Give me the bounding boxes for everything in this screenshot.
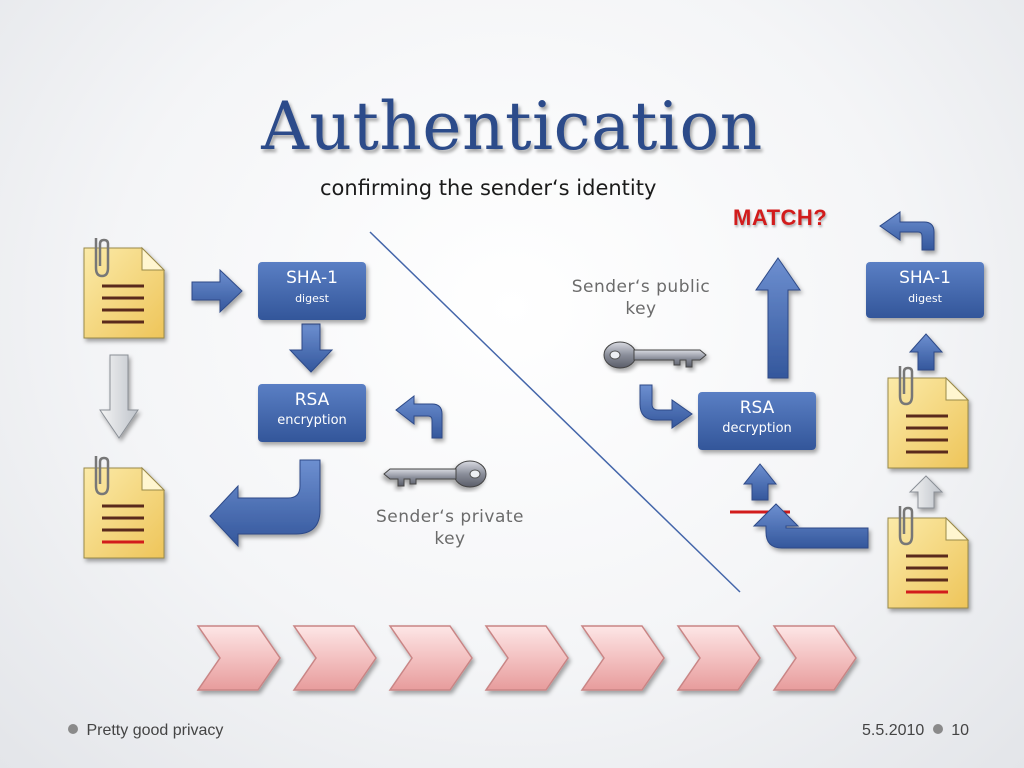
key-icon-public <box>603 341 707 369</box>
box-subtitle: digest <box>908 292 942 305</box>
key-icon-private <box>383 460 487 488</box>
arrow-hook-icon <box>395 394 443 439</box>
document-icon-right-bottom <box>887 517 969 609</box>
box-subtitle: digest <box>295 292 329 305</box>
arrow-hook-match-icon <box>879 211 935 251</box>
private-key-label: Sender‘s private key <box>362 506 538 550</box>
footer-right: 5.5.2010 10 <box>862 722 969 740</box>
arrow-bent-left-icon <box>209 459 321 548</box>
rsa-encryption-box: RSA encryption <box>258 384 366 442</box>
chevron-icon <box>581 625 665 691</box>
chevron-icon <box>197 625 281 691</box>
chevron-icon <box>677 625 761 691</box>
footer-presentation-title: Pretty good privacy <box>86 722 224 739</box>
document-icon-left-bottom <box>83 467 165 559</box>
box-title: SHA-1 <box>899 268 951 288</box>
footer-left: Pretty good privacy <box>64 722 223 740</box>
arrow-up-icon <box>755 257 801 379</box>
chevron-icon <box>389 625 473 691</box>
box-subtitle: encryption <box>277 413 347 428</box>
chevron-row <box>197 625 857 691</box>
chevron-icon <box>293 625 377 691</box>
bullet-dot-icon <box>932 724 943 734</box>
match-label: MATCH? <box>733 205 828 230</box>
document-icon-left-top <box>83 247 165 339</box>
slide-subtitle: confirming the sender‘s identity <box>320 176 657 200</box>
public-key-label-line1: Sender‘s public <box>571 277 711 297</box>
arrow-bent-right-icon <box>639 384 693 429</box>
slide-title: Authentication <box>261 88 763 165</box>
chevron-icon <box>485 625 569 691</box>
arrow-down-grey-icon <box>99 354 139 439</box>
box-title: RSA <box>294 390 330 410</box>
divider-line <box>369 231 741 593</box>
rsa-decryption-box: RSA decryption <box>698 392 816 450</box>
arrow-bent-up-icon <box>752 503 869 549</box>
private-key-label-line2: key <box>434 529 466 549</box>
private-key-label-line1: Sender‘s private <box>375 507 525 527</box>
arrow-up-small-icon <box>742 463 778 501</box>
footer-date: 5.5.2010 <box>862 722 925 739</box>
arrow-down-icon <box>288 323 334 373</box>
sha1-digest-box-right: SHA-1 digest <box>866 262 984 318</box>
box-title: RSA <box>739 398 775 418</box>
arrow-up-grey-icon <box>908 475 944 509</box>
public-key-label-line2: key <box>625 299 657 319</box>
document-icon-right-top <box>887 377 969 469</box>
arrow-right-icon <box>191 268 243 314</box>
sha1-digest-box-left: SHA-1 digest <box>258 262 366 320</box>
bullet-dot-icon <box>68 724 78 734</box>
chevron-icon <box>773 625 857 691</box>
box-title: SHA-1 <box>286 268 338 288</box>
box-subtitle: decryption <box>722 421 792 436</box>
footer-page-number: 10 <box>951 722 969 739</box>
public-key-label: Sender‘s public key <box>556 276 726 320</box>
arrow-up-small-icon <box>908 333 944 371</box>
